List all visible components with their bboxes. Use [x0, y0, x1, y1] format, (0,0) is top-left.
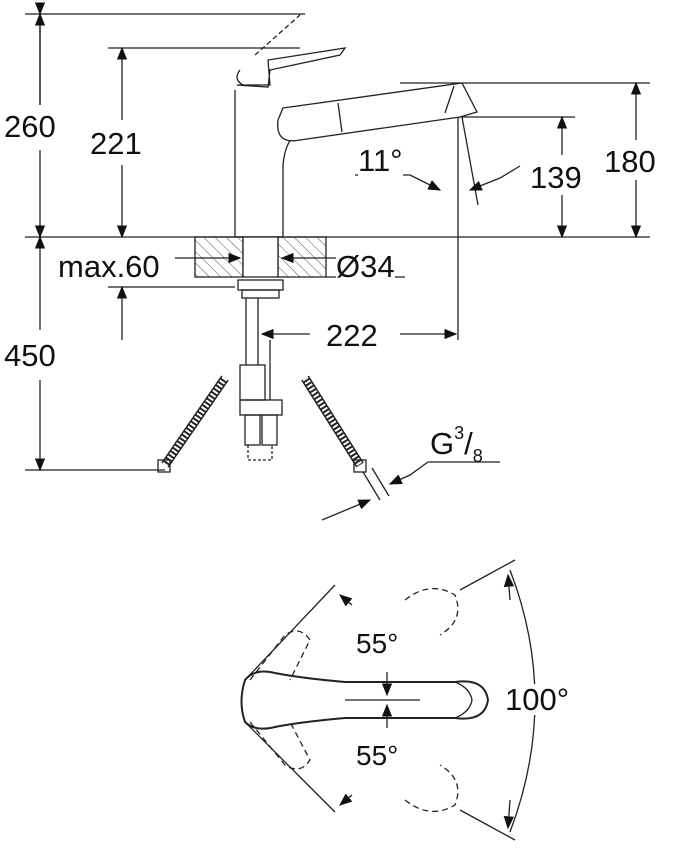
- dim-max-deck-thickness: max.60: [58, 249, 160, 284]
- hose-right: [301, 375, 390, 501]
- hose-left: [157, 375, 229, 473]
- thread-sep: /: [464, 426, 473, 461]
- lever: [236, 47, 347, 88]
- dim-swivel-left: 55°: [356, 628, 399, 659]
- dim-spout-reach: 222: [326, 318, 378, 353]
- thread-num: 3: [454, 423, 465, 443]
- top-view: [240, 559, 536, 841]
- dim-spout-top-height: 180: [604, 144, 656, 179]
- dim-lever-height: 221: [90, 126, 142, 161]
- spout: [277, 82, 478, 142]
- dim-spout-angle: 11°: [358, 143, 403, 178]
- dim-hole-diameter: Ø34: [336, 249, 395, 284]
- dim-spout-outlet-height: 139: [530, 160, 582, 195]
- dim-swivel-right: 55°: [356, 740, 399, 771]
- dim-total-height: 260: [4, 109, 56, 144]
- thread-den: 8: [472, 446, 483, 466]
- dim-lever-rotation: 100°: [505, 682, 570, 717]
- dim-hose-length: 450: [4, 338, 56, 373]
- dim-connection-thread: G3/8: [430, 424, 483, 465]
- thread-main: G: [430, 426, 455, 461]
